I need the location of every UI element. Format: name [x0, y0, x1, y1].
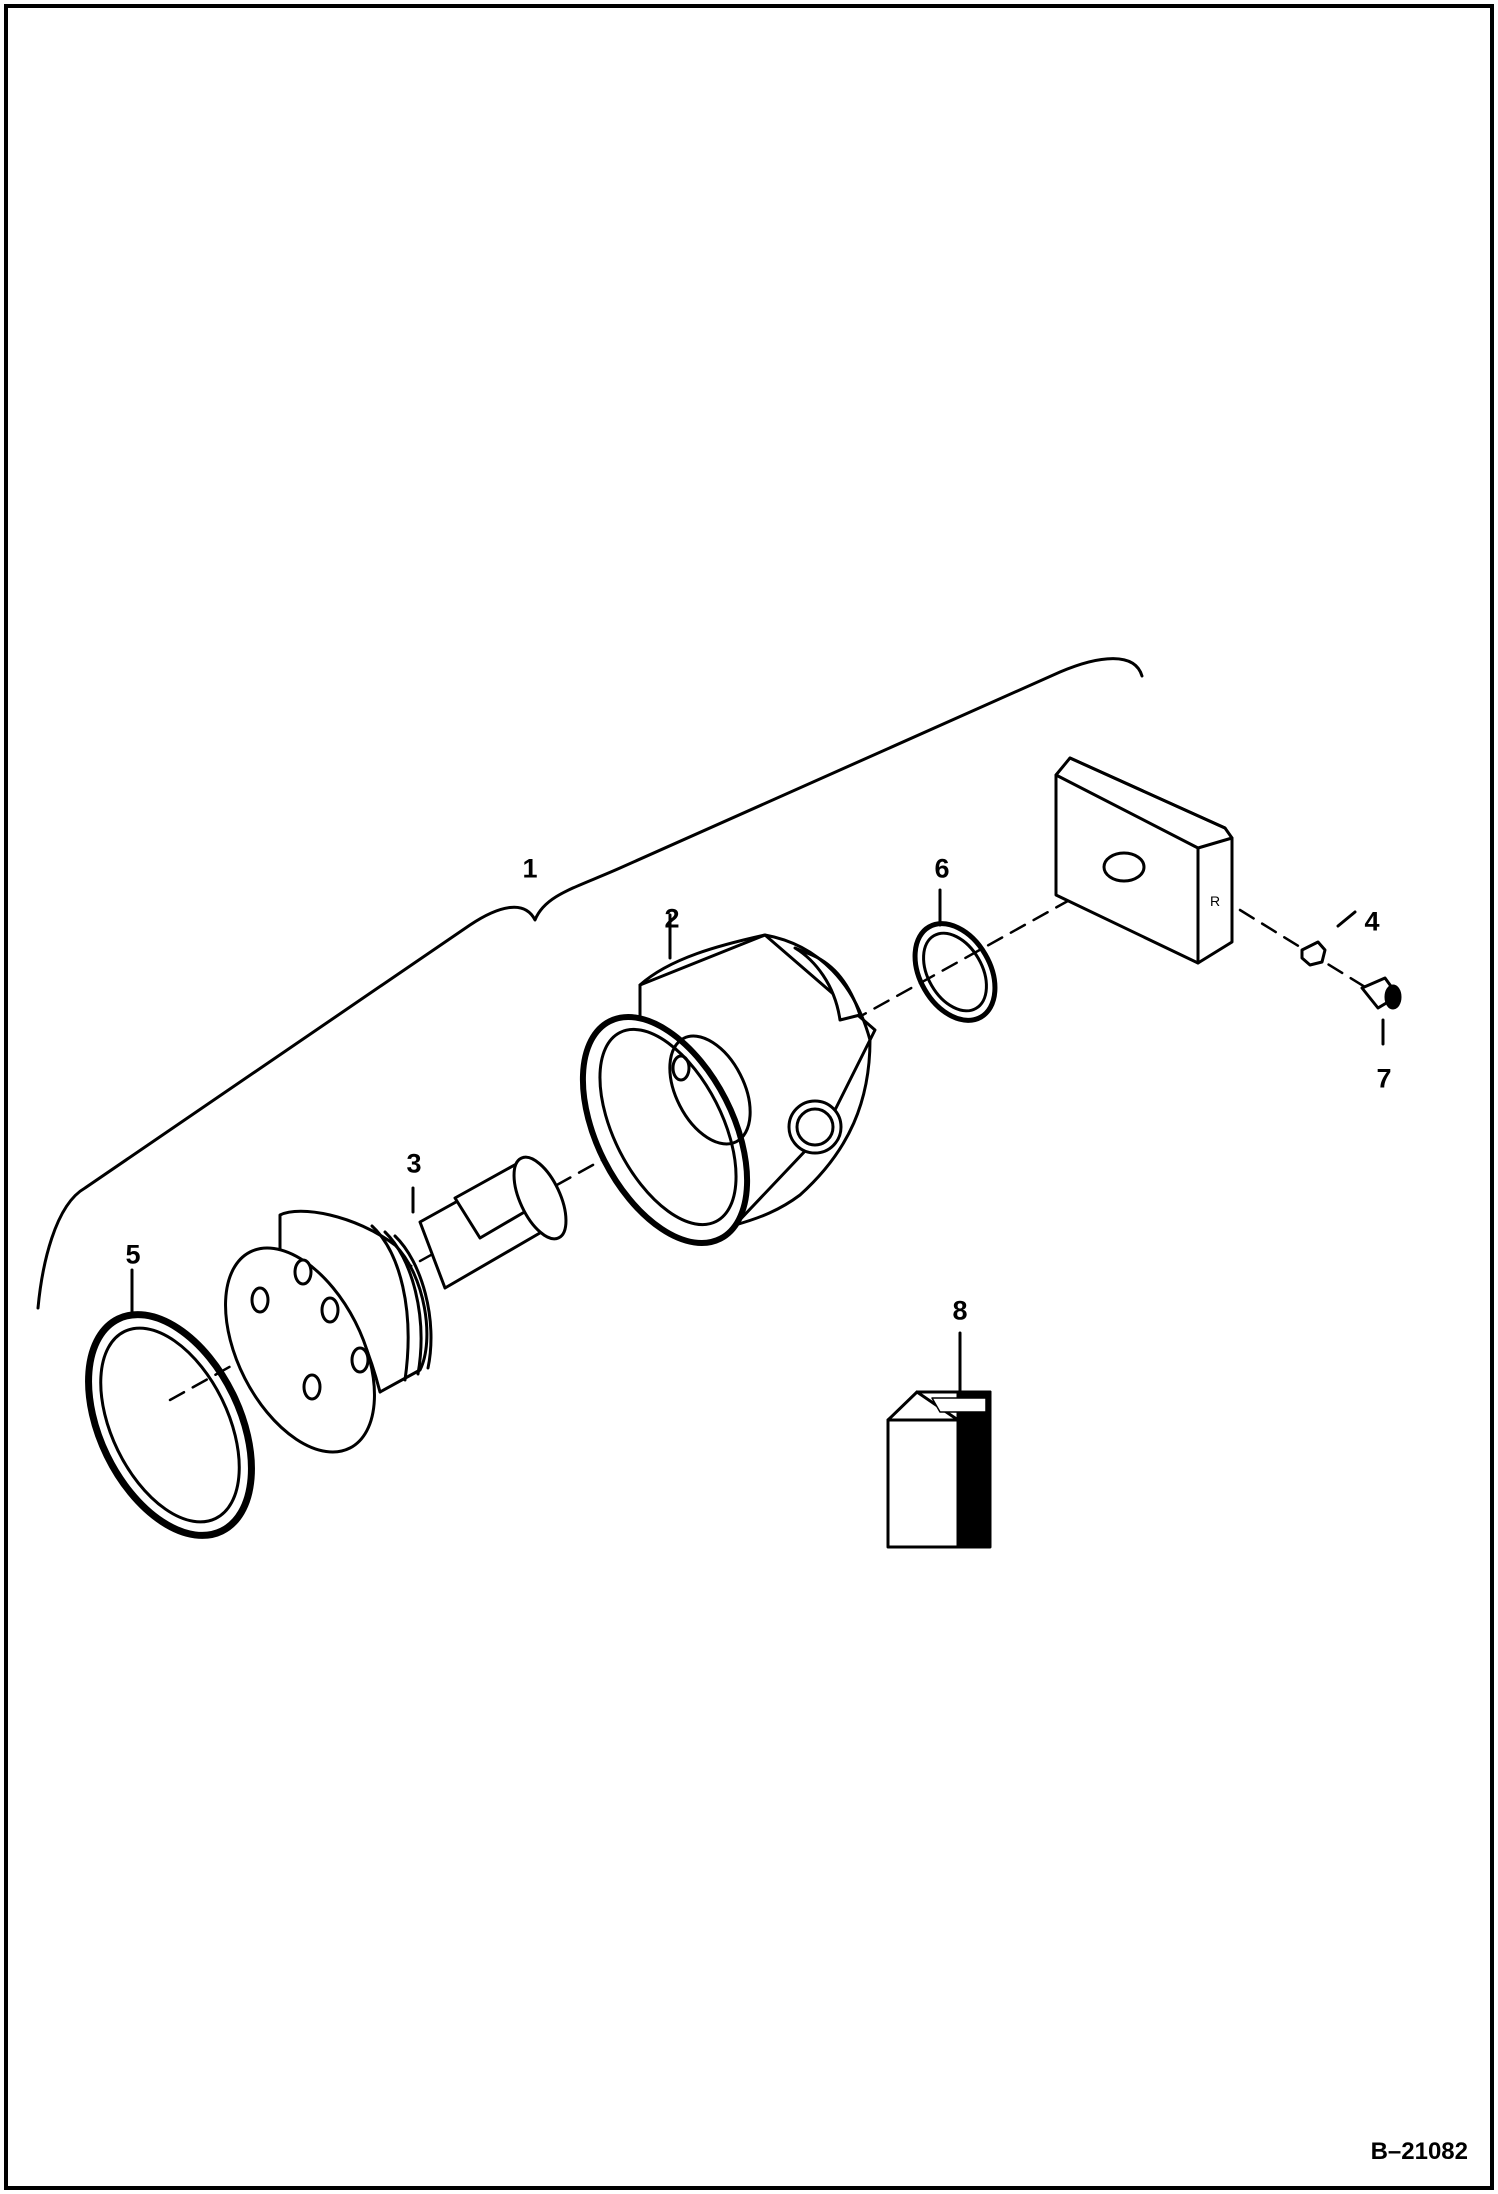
- drawing-number: B–21082: [1370, 2138, 1468, 2165]
- barrel-part-2: [579, 933, 877, 1247]
- leader-lines: [130, 888, 1385, 1394]
- callout-8: 8: [952, 1295, 968, 1326]
- nut-part-4: [1300, 940, 1327, 967]
- piston-part-3: [224, 1155, 568, 1454]
- assembly-brace: [36, 657, 1144, 1310]
- callout-7: 7: [1376, 1063, 1392, 1094]
- svg-text:R: R: [1210, 893, 1220, 909]
- pin-part-7: [1360, 976, 1402, 1010]
- callout-4: 4: [1364, 906, 1380, 937]
- kit-box-part-8: [886, 1390, 992, 1549]
- cover-block: R: [1054, 756, 1234, 965]
- callout-3: 3: [406, 1148, 422, 1179]
- seal-ring-part-6: [912, 921, 998, 1023]
- callout-2: 2: [664, 903, 680, 934]
- callout-1: 1: [522, 853, 538, 884]
- callout-6: 6: [934, 853, 950, 884]
- o-ring-part-5: [85, 1311, 255, 1539]
- callout-5: 5: [125, 1239, 141, 1270]
